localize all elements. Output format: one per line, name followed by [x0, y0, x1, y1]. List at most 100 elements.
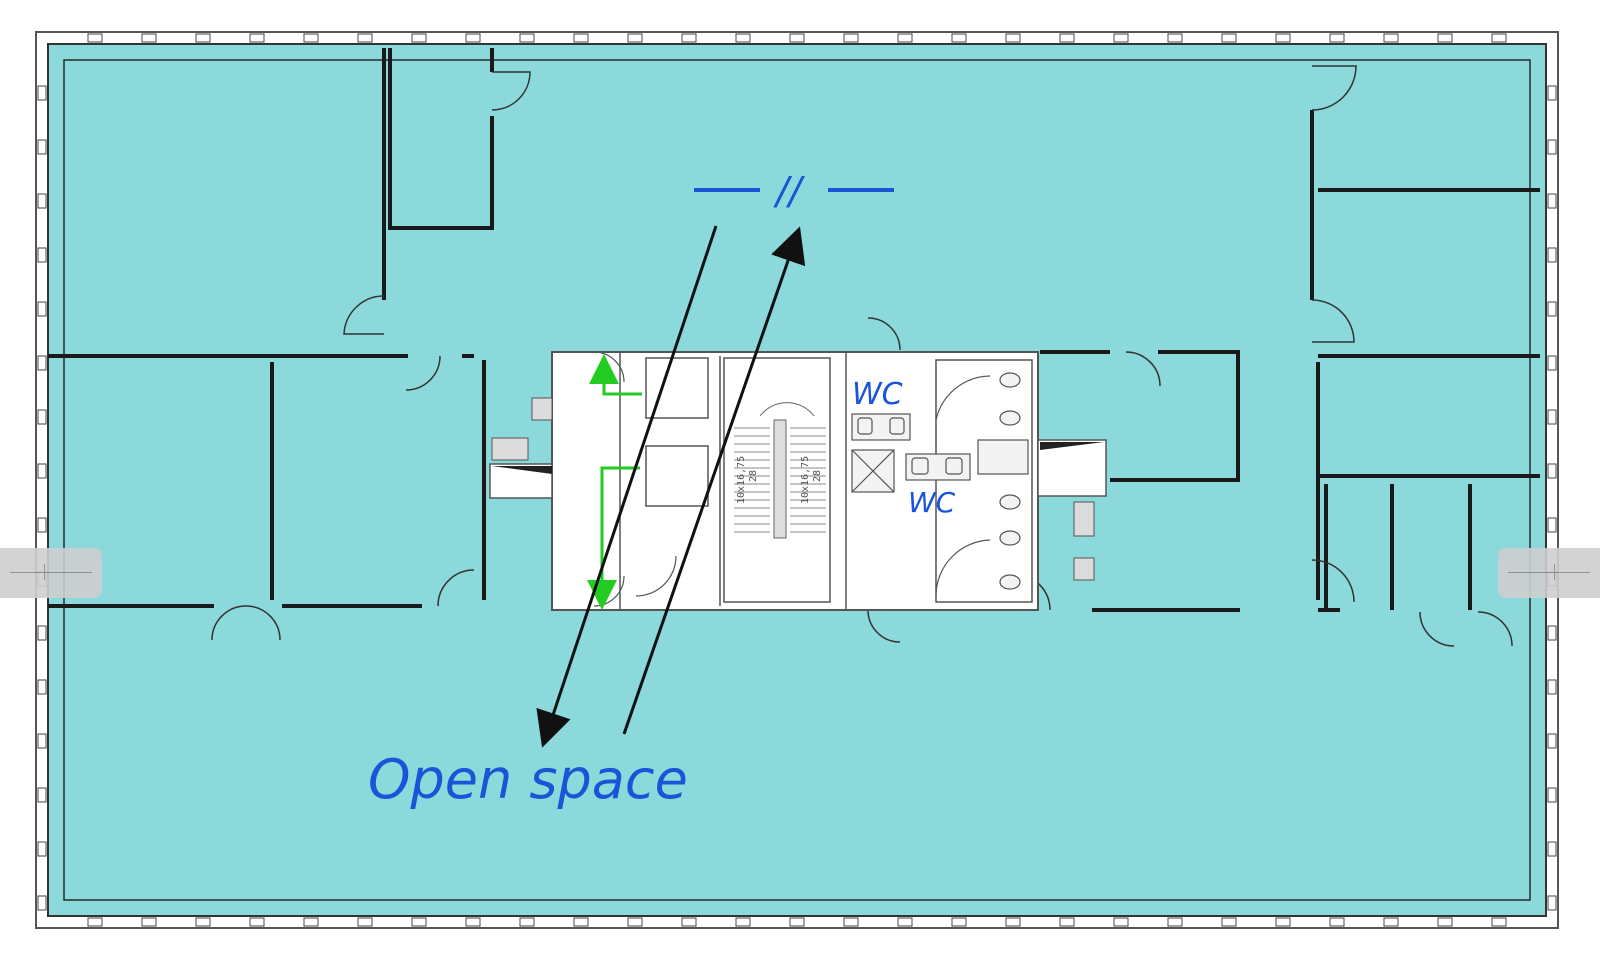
- window-mullion: [37, 841, 47, 857]
- window-mullion: [141, 33, 157, 43]
- window-mullion: [897, 33, 913, 43]
- stair-label-right: 10x16,75: [800, 456, 811, 504]
- door-swings: [211, 65, 1513, 647]
- window-mullion: [195, 917, 211, 927]
- window-mullion: [411, 33, 427, 43]
- window-mullion: [465, 33, 481, 43]
- window-mullion: [1547, 625, 1557, 641]
- inner-floor-line: [63, 59, 1531, 901]
- window-mullion: [1059, 917, 1075, 927]
- window-mullion: [1547, 679, 1557, 695]
- window-mullion: [843, 917, 859, 927]
- window-mullion: [1491, 33, 1507, 43]
- window-mullion: [1383, 917, 1399, 927]
- floor-indicator-text: //: [773, 169, 806, 213]
- window-mullion: [1491, 917, 1507, 927]
- wc-label-lower: WC: [908, 486, 956, 519]
- window-mullion: [195, 33, 211, 43]
- arrow-to-open-space: [536, 225, 718, 748]
- arrow-to-upper-floor: [622, 226, 806, 735]
- window-mullion: [951, 33, 967, 43]
- window-mullion: [735, 917, 751, 927]
- window-mullion: [1167, 33, 1183, 43]
- floor-indicator: //: [694, 169, 894, 213]
- window-mullion: [37, 355, 47, 371]
- window-mullion: [519, 917, 535, 927]
- window-mullion: [249, 917, 265, 927]
- window-mullion: [1005, 917, 1021, 927]
- window-mullion: [1547, 355, 1557, 371]
- window-mullion: [1167, 917, 1183, 927]
- window-mullion: [1221, 917, 1237, 927]
- window-mullion: [1547, 787, 1557, 803]
- window-mullion: [37, 787, 47, 803]
- window-mullion: [303, 33, 319, 43]
- window-mullion: [897, 917, 913, 927]
- window-mullion: [1437, 33, 1453, 43]
- window-mullion: [1547, 733, 1557, 749]
- window-mullion: [1113, 917, 1129, 927]
- window-mullion: [1547, 247, 1557, 263]
- window-mullion: [249, 33, 265, 43]
- stair-sub-right: 28: [812, 470, 823, 482]
- open-space-label: Open space: [368, 748, 688, 811]
- window-mullion: [1059, 33, 1075, 43]
- window-mullion: [465, 917, 481, 927]
- window-mullion: [1329, 33, 1345, 43]
- window-mullion: [1383, 33, 1399, 43]
- window-mullion: [37, 247, 47, 263]
- window-mullion: [357, 33, 373, 43]
- window-mullion: [1547, 139, 1557, 155]
- window-mullion: [37, 85, 47, 101]
- central-core: 10x16,75 28 10x16,75 28: [489, 351, 1107, 611]
- window-mullion: [1547, 463, 1557, 479]
- window-mullion: [735, 33, 751, 43]
- window-mullion: [1113, 33, 1129, 43]
- wc-label-upper: WC: [852, 377, 903, 412]
- window-mullion: [303, 917, 319, 927]
- window-mullion: [1547, 409, 1557, 425]
- window-mullion: [1005, 33, 1021, 43]
- stair-label-left: 10x16,75: [736, 456, 747, 504]
- window-mullion: [681, 917, 697, 927]
- window-mullions: [37, 33, 1557, 927]
- split-handle-left[interactable]: [0, 548, 102, 598]
- window-mullion: [37, 301, 47, 317]
- window-mullion: [1275, 917, 1291, 927]
- window-mullion: [37, 463, 47, 479]
- window-mullion: [1329, 917, 1345, 927]
- window-mullion: [681, 33, 697, 43]
- window-mullion: [1547, 517, 1557, 533]
- window-mullion: [37, 679, 47, 695]
- window-mullion: [37, 409, 47, 425]
- window-mullion: [573, 917, 589, 927]
- window-mullion: [1437, 917, 1453, 927]
- split-handle-icon: [10, 572, 92, 573]
- window-mullion: [1547, 85, 1557, 101]
- window-mullion: [789, 33, 805, 43]
- window-mullion: [411, 917, 427, 927]
- split-handle-right[interactable]: [1498, 548, 1600, 598]
- window-mullion: [789, 917, 805, 927]
- window-mullion: [1275, 33, 1291, 43]
- window-mullion: [1547, 301, 1557, 317]
- window-mullion: [37, 895, 47, 911]
- window-mullion: [357, 917, 373, 927]
- window-mullion: [1547, 193, 1557, 209]
- split-handle-icon: [1508, 572, 1590, 573]
- window-mullion: [627, 917, 643, 927]
- window-mullion: [37, 139, 47, 155]
- window-mullion: [627, 33, 643, 43]
- window-mullion: [843, 33, 859, 43]
- window-mullion: [87, 33, 103, 43]
- window-mullion: [1547, 841, 1557, 857]
- window-mullion: [37, 733, 47, 749]
- window-mullion: [37, 625, 47, 641]
- escape-route: [587, 354, 642, 610]
- window-mullion: [519, 33, 535, 43]
- window-mullion: [951, 917, 967, 927]
- window-mullion: [1221, 33, 1237, 43]
- window-mullion: [37, 193, 47, 209]
- window-mullion: [573, 33, 589, 43]
